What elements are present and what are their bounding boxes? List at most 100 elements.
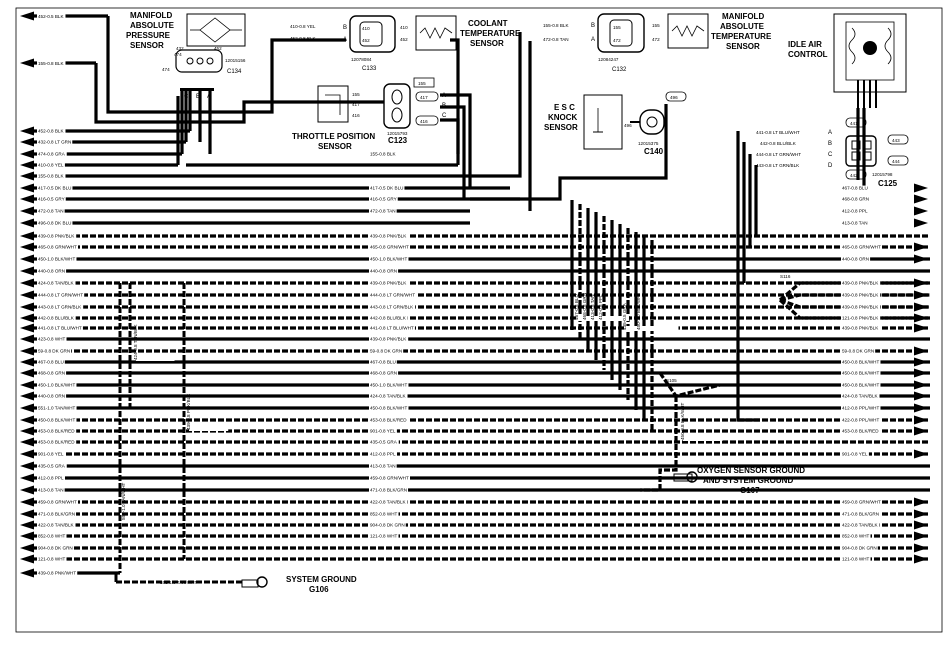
c125-letter-a: A <box>828 130 832 136</box>
center-wire-18: 424-0.8 TAN/BLK <box>370 394 407 399</box>
center-wire-5: 465-0.8 GRN/WHT <box>370 245 409 250</box>
left-wire-14: 444-0.8 LT GRN/WHT <box>38 293 83 298</box>
center-wire-16: 468-0.8 GRN <box>370 371 397 376</box>
left-wire-30: 412-0.8 PPL <box>38 476 64 481</box>
right-wire-5: 440-0.8 ORN <box>842 257 869 262</box>
center-wire-0: 155-0.8 BLK <box>370 152 396 157</box>
center-wire-2: 416-0.5 GRY <box>370 197 397 202</box>
mat-wire-b: 472-0.8 TAN <box>543 37 569 42</box>
right-wire-7: 439-0.8 PNK/BLK <box>842 293 879 298</box>
esc-body <box>583 94 623 150</box>
mat-thermistor-icon <box>671 25 705 37</box>
right-wire-18: 453-0.8 BLK/RED <box>842 429 879 434</box>
right-wire-17: 422-0.8 PPL/WHT <box>842 418 879 423</box>
left-wire-23: 440-0.8 ORN <box>38 394 65 399</box>
center-wire-22: 435-0.5 GRA <box>370 440 398 445</box>
right-wire-24: 904-0.8 DK GRN <box>842 546 877 551</box>
mat-title-1: MANIFOLD <box>722 12 764 21</box>
c125-letter-d: D <box>828 163 833 169</box>
left-wire-24: 551-1.0 TAN/WHT <box>38 406 76 411</box>
mat-pin-472: 472 <box>613 38 621 43</box>
left-wire-27: 453-0.8 BLK/RED <box>38 440 75 445</box>
vertical-label-450b: 450-0.8 BLK/WHT <box>680 403 685 440</box>
coolant-title-3: SENSOR <box>470 39 504 48</box>
right-wire-15: 424-0.8 TAN/BLK <box>842 394 879 399</box>
map-sensor: MANIFOLD ABSOLUTE PRESSURE SENSOR 474 43… <box>126 11 246 100</box>
coolant-thermistor-icon <box>419 27 453 39</box>
mat-sensor: 155-0.8 BLK 472-0.8 TAN B A 155 472 1208… <box>543 12 772 73</box>
left-wire-38: 439-0.8 PNK/WHT <box>38 571 76 576</box>
map-pin-432: 432 <box>176 46 184 51</box>
esc-title-3: SENSOR <box>544 123 578 132</box>
c125-wire-c: 444-0.8 LT GRN/WHT <box>756 152 801 157</box>
right-wire-16: 412-0.8 PPL/WHT <box>842 406 879 411</box>
o2-ground-title-1: OXYGEN SENSOR GROUND <box>697 466 805 475</box>
splice-s105: S105 <box>666 378 677 383</box>
sys-ground-terminal-icon <box>241 579 259 588</box>
left-wire-0: 452-0.8 BLK <box>38 129 64 134</box>
right-wire-11: 59-0.8 DK GRN <box>842 349 874 354</box>
mat-letter-b: B <box>591 23 595 29</box>
left-wire-26: 453-0.8 BLK/RED <box>38 429 75 434</box>
iac-title-2: CONTROL <box>788 50 828 59</box>
tps-letter-c: C <box>442 113 447 119</box>
system-ground: SYSTEM GROUND G106 <box>241 575 357 594</box>
center-wire-21: 901-0.8 YEL <box>370 429 396 434</box>
mat-wire-a: 155-0.8 BLK <box>543 23 569 28</box>
right-wire-13: 450-0.8 BLK/WHT <box>842 371 879 376</box>
right-wire-3: 413-0.8 TAN <box>842 221 868 226</box>
center-wire-10: 443-0.8 LT GRN/BLK <box>370 305 414 310</box>
center-wire-17: 450-1.0 BLK/WHT <box>370 383 407 388</box>
left-wire-13: 424-0.8 TAN/BLK <box>38 281 75 286</box>
esc-connector-c140 <box>639 109 665 135</box>
sys-ground-id: G106 <box>309 585 329 594</box>
right-wire-0: 467-0.8 BLU <box>842 186 868 191</box>
c125-part: 12015798 <box>872 172 893 177</box>
mat-pin-155: 155 <box>613 25 621 30</box>
left-wire-32: 459-0.8 GRN/WHT <box>38 500 77 505</box>
iac-motor-icon <box>863 41 877 55</box>
esc-part: 12015375 <box>638 141 659 146</box>
map-connector-c134 <box>175 49 223 73</box>
left-wire-22: 450-1.0 BLK/WHT <box>38 383 75 388</box>
tps-connector-c123 <box>383 83 411 129</box>
center-wire-9: 444-0.8 LT GRN/WHT <box>370 293 415 298</box>
right-wire-22: 422-0.8 TAN/BLK <box>842 523 879 528</box>
esc-pin-left: 496 <box>624 123 632 128</box>
left-wire-11: 450-1.0 BLK/WHT <box>38 257 75 262</box>
left-wire-16: 442-0.8 BLU/BLK <box>38 316 75 321</box>
map-sensor-title-1: MANIFOLD <box>130 11 172 20</box>
left-wire-19: 59-0.8 DK GRN <box>38 349 70 354</box>
tps-part: 12015793 <box>387 131 408 136</box>
bottom-wire-label: 551-1.0 TAN/WHT <box>160 580 198 585</box>
c125-wire-d: 443-0.8 LT GRN/BLK <box>756 163 800 168</box>
mat-conn: C132 <box>612 67 627 73</box>
left-wire-1: 432-0.8 LT GRN <box>38 140 71 145</box>
map-letter-b: B <box>196 94 200 100</box>
center-wire-30: 121-0.8 WHT <box>370 534 398 539</box>
vertical-label-467: 467-0.8 BLU <box>574 294 579 320</box>
center-wire-4: 439-0.8 PNK/BLK <box>370 234 407 239</box>
right-wire-8: 439-0.8 PNK/BLK <box>842 305 879 310</box>
mat-part: 12084247 <box>598 57 619 62</box>
left-wire-12: 440-0.8 ORN <box>38 269 65 274</box>
tps-pin-417: 417 <box>352 102 360 107</box>
vertical-label-435: 435-0.5 GRA <box>622 302 627 330</box>
left-wire-17: 441-0.8 LT BLU/WHT <box>38 326 82 331</box>
c125-body <box>845 135 877 167</box>
tps-conn: C123 <box>388 136 408 145</box>
right-wire-6: 439-0.8 PNK/BLK <box>842 281 879 286</box>
mat-connector-c132 <box>597 13 645 53</box>
left-wire-10: 465-0.8 GRN/WHT <box>38 245 77 250</box>
left-wire-20: 467-0.8 BLU <box>38 360 64 365</box>
center-wire-23: 412-0.8 PPL <box>370 452 396 457</box>
vertical-label-424: 424-0.8 TAN/BLK <box>133 323 138 360</box>
map-pin-474: 474 <box>174 52 182 57</box>
left-wire-34: 422-0.8 TAN/BLK <box>38 523 75 528</box>
coolant-part: 12078084 <box>351 57 372 62</box>
esc-conn: C140 <box>644 147 664 156</box>
tps-title-2: SENSOR <box>318 142 352 151</box>
right-wire-21: 471-0.8 BLK/GRN <box>842 512 879 517</box>
right-wire-12: 450-0.8 BLK/WHT <box>842 360 879 365</box>
center-wire-20: 453-0.8 BLK/RED <box>370 418 407 423</box>
